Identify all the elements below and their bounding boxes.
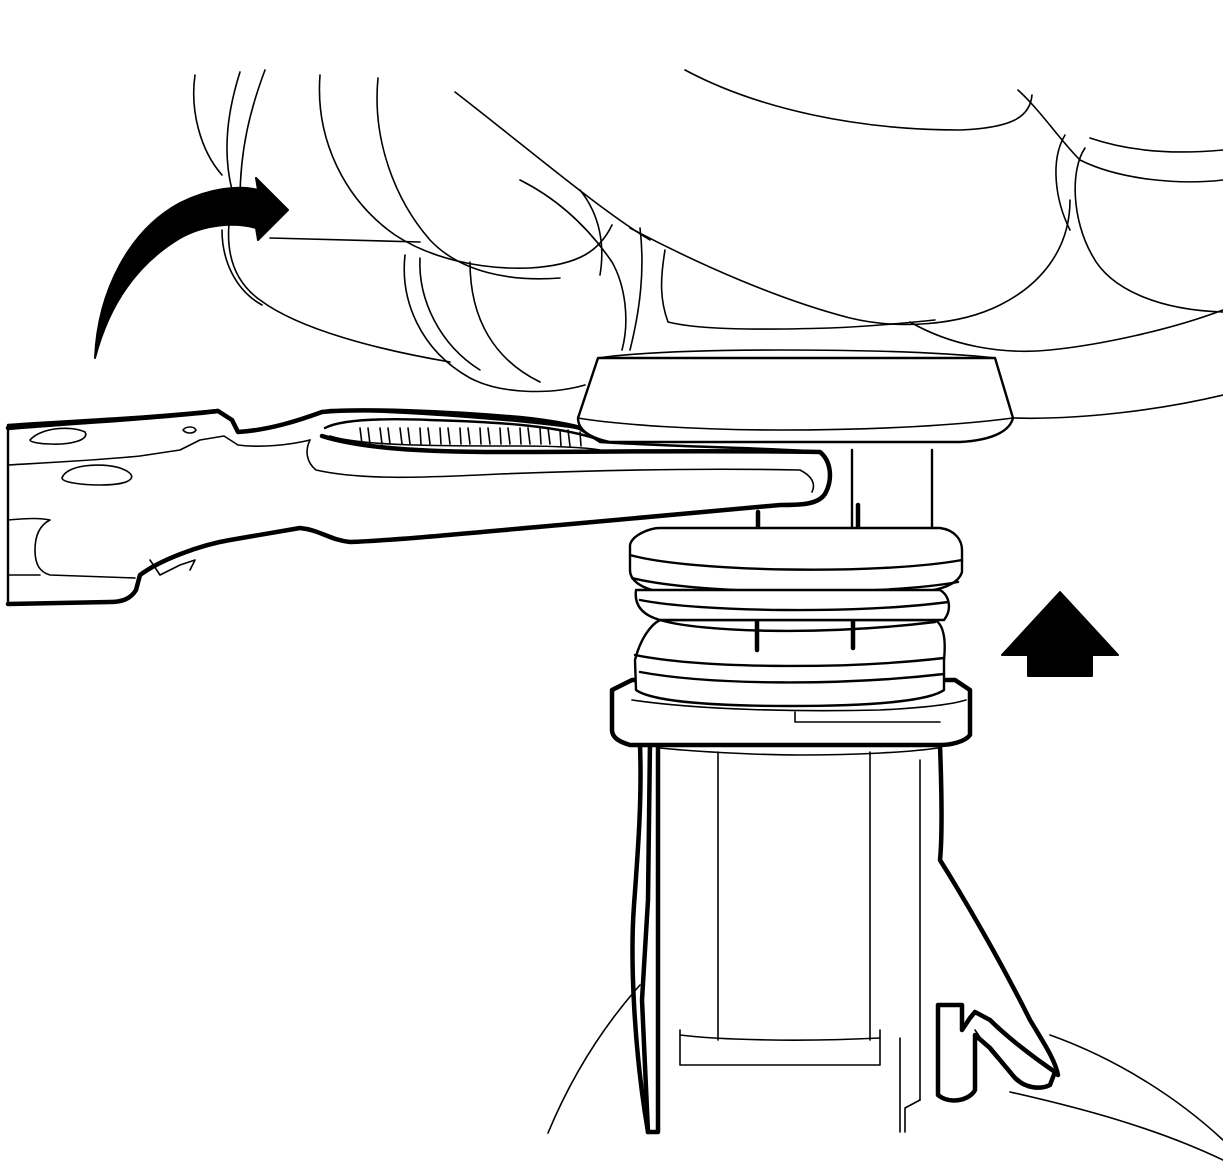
rotation-arrow xyxy=(94,177,289,359)
bracket-clip xyxy=(935,1002,1058,1103)
adjustable-wrench xyxy=(5,408,833,607)
jaw-teeth xyxy=(359,427,582,447)
hex-collar xyxy=(576,349,1015,444)
upward-arrow xyxy=(1001,591,1119,677)
threaded-sleeve xyxy=(628,526,964,708)
support-post xyxy=(547,448,1223,1161)
upper-body-housing xyxy=(192,69,1223,420)
